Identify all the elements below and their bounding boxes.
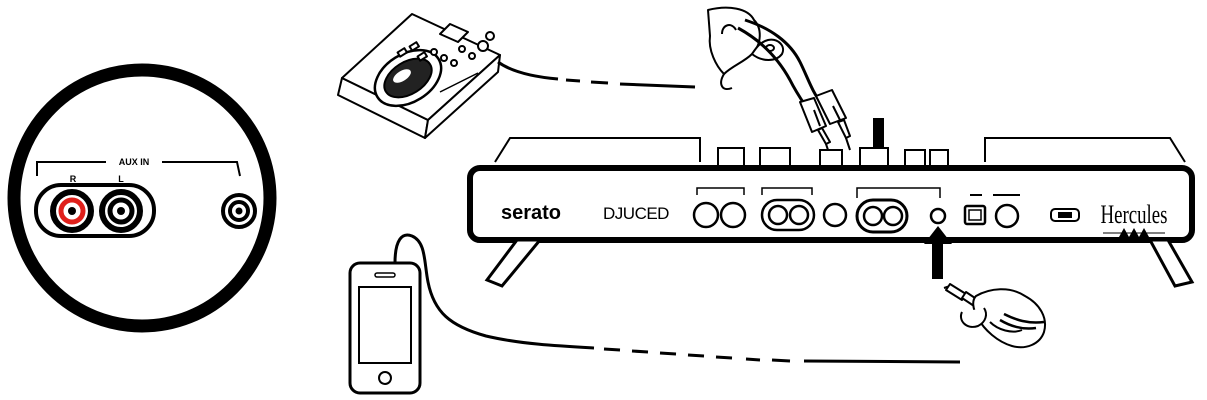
mic-in-jack xyxy=(822,202,848,228)
aux-in-zoom-panel: AUX IN R L xyxy=(7,63,277,333)
serato-logo: serato xyxy=(501,202,561,224)
mini-jack-hand-icon xyxy=(943,283,1046,349)
rca-socket-left-icon xyxy=(99,189,143,233)
rca-cable-hand-icon xyxy=(707,6,851,157)
smartphone-icon xyxy=(348,261,422,395)
djuced-logo: DJUCED xyxy=(603,204,669,223)
hercules-triangles-icon xyxy=(1103,228,1165,237)
cd-player-icon xyxy=(337,13,501,139)
arrow-up-icon xyxy=(924,226,952,279)
controller-aux-in-mini-jack xyxy=(929,207,947,225)
smartphone-cable xyxy=(393,233,961,364)
mini-jack-socket-icon xyxy=(221,193,257,229)
aux-in-left-label: L xyxy=(118,174,124,184)
aux-in-zoom-label: AUX IN xyxy=(119,157,150,167)
master-out-rca-l xyxy=(788,204,810,226)
dj-controller: serato DJUCED Hercules xyxy=(467,137,1195,288)
aux-in-right-label: R xyxy=(70,174,77,184)
headphone-jack-l xyxy=(719,201,747,229)
cd-player-cable xyxy=(497,60,696,89)
headphone-jack-r xyxy=(692,201,720,229)
master-out-rca-r xyxy=(767,204,789,226)
power-connector xyxy=(994,203,1020,229)
hercules-logo: Hercules xyxy=(1100,200,1167,229)
rca-socket-right-icon xyxy=(50,189,94,233)
usb-port xyxy=(963,204,987,226)
